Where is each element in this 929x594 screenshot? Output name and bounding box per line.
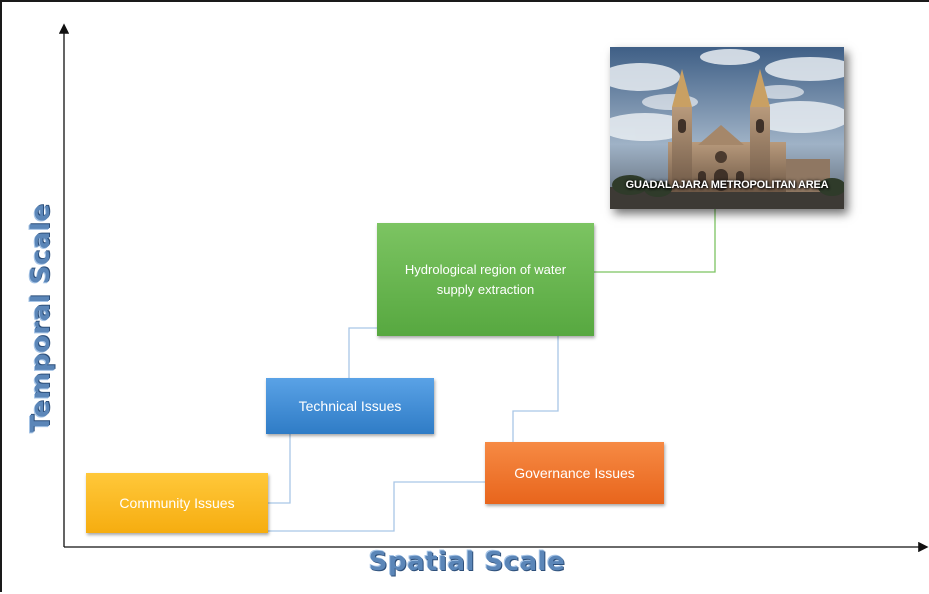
connector-hydrological-photo bbox=[594, 209, 716, 273]
governance-issues-box: Governance Issues bbox=[485, 442, 664, 504]
photo-caption: GUADALAJARA METROPOLITAN AREA bbox=[625, 179, 829, 191]
y-axis-label: Temporal Scale bbox=[26, 203, 56, 433]
community-issues-box: Community Issues bbox=[86, 473, 268, 533]
x-axis-label: Spatial Scale bbox=[368, 547, 566, 577]
technical-issues-box: Technical Issues bbox=[266, 378, 434, 434]
connector-technical-hydrological bbox=[348, 327, 377, 378]
connector-community-technical bbox=[268, 434, 291, 504]
connector-community-governance bbox=[268, 481, 485, 532]
hydrological-region-label: Hydrological region of water supply extr… bbox=[404, 261, 567, 297]
community-issues-label: Community Issues bbox=[119, 494, 235, 511]
technical-issues-label: Technical Issues bbox=[298, 397, 402, 414]
cathedral-illustration bbox=[610, 47, 844, 209]
hydrological-region-box: Hydrological region of water supply extr… bbox=[377, 223, 594, 336]
cathedral-photo: GUADALAJARA METROPOLITAN AREA bbox=[610, 47, 844, 209]
connector-governance-hydrological bbox=[512, 336, 559, 442]
governance-issues-label: Governance Issues bbox=[514, 464, 635, 481]
